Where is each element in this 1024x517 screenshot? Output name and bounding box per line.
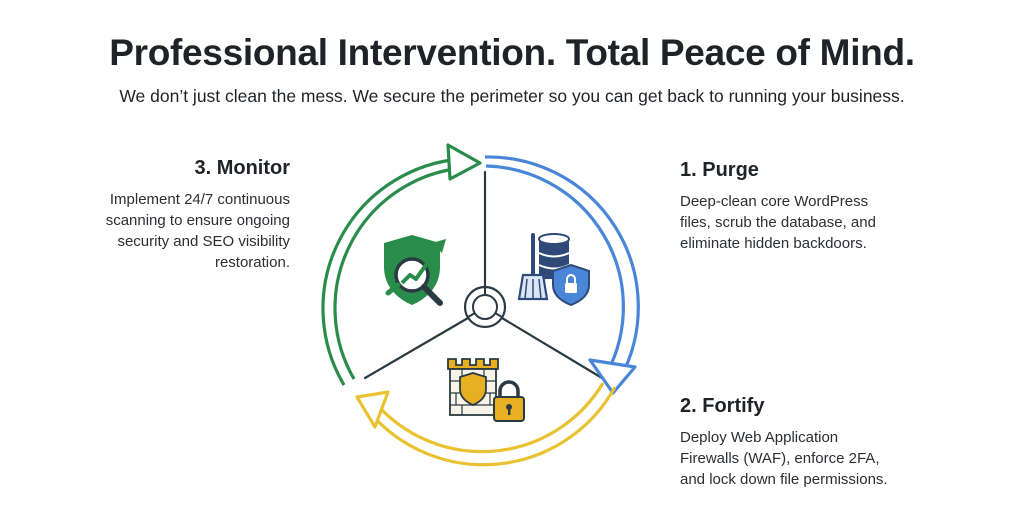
monitor-arc-outer: [321, 157, 461, 386]
fortify-arrowhead-icon: [355, 390, 390, 429]
purge-database-top: [538, 233, 570, 245]
step-monitor-line: scanning to ensure ongoing: [105, 212, 290, 229]
step-fortify: 2. Fortify Deploy Web Application Firewa…: [680, 393, 940, 490]
fortify-keyhole: [506, 404, 512, 410]
monitor-magnifier-handle: [421, 284, 443, 306]
step-fortify-line: Firewalls (WAF), enforce 2FA,: [680, 450, 880, 467]
hub-spoke: [467, 312, 476, 318]
step-fortify-line: Deploy Web Application: [680, 429, 839, 446]
monitor-trend-arrowhead: [432, 239, 446, 253]
purge-lock-shackle: [566, 274, 576, 283]
hub-inner-ring: [472, 294, 498, 320]
step-fortify-description: Deploy Web Application Firewalls (WAF), …: [680, 427, 940, 490]
step-purge-line: Deep-clean core WordPress: [680, 193, 869, 210]
purge-lock-body: [565, 283, 577, 293]
step-purge-line: eliminate hidden backdoors.: [680, 235, 867, 252]
purge-broom-bristle: [538, 278, 542, 300]
fortify-arrow: [355, 382, 617, 467]
step-purge-title: 1. Purge: [680, 159, 759, 181]
step-fortify-title: 2. Fortify: [680, 395, 765, 417]
monitor-arc-inner: [333, 166, 463, 380]
cycle-hub-icon: [463, 285, 507, 329]
step-monitor-line: security and SEO visibility: [117, 233, 290, 250]
step-fortify-line: and lock down file permissions.: [680, 471, 888, 488]
monitor-arrow: [321, 143, 482, 386]
step-monitor-line: Implement 24/7 continuous: [109, 191, 290, 208]
castle-shield-lock-icon: [447, 358, 525, 422]
purge-arc-outer: [484, 155, 640, 376]
step-monitor-line: restoration.: [214, 254, 290, 271]
monitor-trend-line: [400, 243, 442, 285]
purge-arrow: [484, 155, 640, 395]
monitor-shield-tail: [385, 282, 401, 296]
fortify-lock-shackle: [498, 380, 520, 397]
purge-broom-bristle: [524, 278, 528, 300]
page-subtitle: We don’t just clean the mess. We secure …: [119, 86, 905, 106]
step-purge-line: files, scrub the database, and: [680, 214, 876, 231]
purge-database-band: [538, 252, 570, 258]
purge-arc-inner: [485, 164, 625, 372]
divider-right: [500, 316, 604, 380]
step-monitor: 3. Monitor Implement 24/7 continuous sca…: [70, 155, 290, 273]
purge-arrowhead-icon: [588, 358, 637, 395]
fortify-arc-outer: [370, 386, 617, 467]
monitor-arrowhead-icon: [446, 143, 482, 181]
cycle-diagram: [321, 143, 640, 467]
step-purge-description: Deep-clean core WordPress files, scrub t…: [680, 191, 930, 254]
step-purge: 1. Purge Deep-clean core WordPress files…: [680, 157, 930, 254]
fortify-arc-inner: [379, 382, 605, 454]
database-broom-shield-icon: [517, 233, 590, 307]
divider-lines: [363, 170, 604, 380]
fortify-shield-shape: [459, 372, 487, 406]
fortify-keyhole-slot: [508, 408, 511, 415]
hub-spoke: [494, 312, 503, 318]
step-monitor-description: Implement 24/7 continuous scanning to en…: [70, 189, 290, 273]
step-monitor-title: 3. Monitor: [194, 157, 290, 179]
shield-magnifier-chart-icon: [384, 235, 446, 306]
divider-left: [363, 316, 470, 380]
page-title: Professional Intervention. Total Peace o…: [109, 32, 915, 73]
fortify-battlements: [447, 358, 499, 370]
